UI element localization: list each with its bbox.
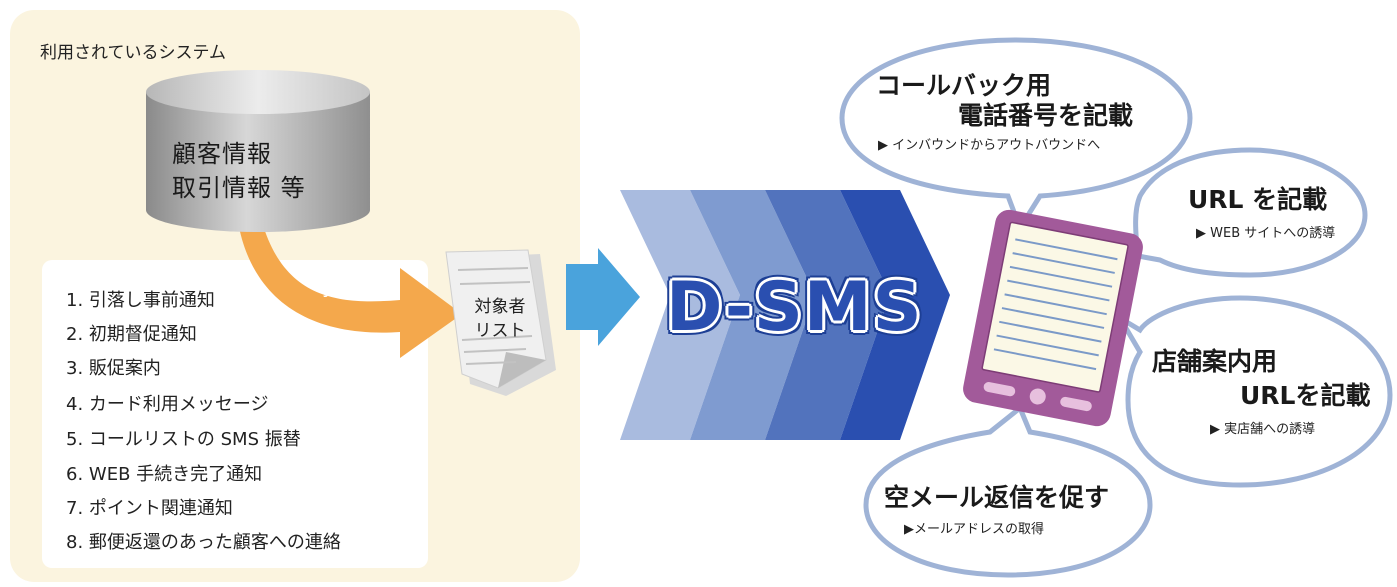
use-case-item: 3. 販促案内 [66,358,161,379]
store-subtitle: ▶ 実店舗への誘導 [1210,422,1316,437]
use-case-item: 1. 引落し事前通知 [66,290,215,311]
use-case-item: 5. コールリストの SMS 振替 [66,429,301,450]
use-case-item: 4. カード利用メッセージ [66,394,269,415]
phone-icon [963,209,1143,427]
system-panel-title: 利用されているシステム [40,43,226,63]
callback-subtitle: ▶ インバウンドからアウトバウンドへ [878,138,1101,153]
extract-label: 抽出 [322,276,367,301]
use-case-item: 7. ポイント関連通知 [66,498,233,519]
flow-arrow [566,248,640,346]
callback-title-line1: コールバック用 [876,71,1052,100]
document-label-line1: 対象者 [474,297,526,317]
url-title: URL を記載 [1188,185,1328,214]
bubble-callback [839,37,1193,234]
store-title-line1: 店舗案内用 [1152,347,1278,376]
url-subtitle: ▶ WEB サイトへの誘導 [1196,226,1336,241]
reply-title: 空メール返信を促す [884,483,1110,512]
use-case-item: 8. 郵便返還のあった顧客への連絡 [66,532,341,553]
document-icon [445,249,556,396]
use-case-item: 2. 初期督促通知 [66,324,197,345]
database-label-line2: 取引情報 等 [172,174,306,202]
use-case-item: 6. WEB 手続き完了通知 [66,464,263,485]
chevron-band [620,190,950,440]
bubble-reply [863,403,1153,578]
reply-subtitle: ▶メールアドレスの取得 [904,522,1044,537]
callback-title-line2: 電話番号を記載 [958,101,1134,130]
database-icon [146,70,370,232]
use-case-list-box [42,260,428,568]
store-title-line2: URLを記載 [1240,381,1371,410]
database-label-line1: 顧客情報 [172,140,272,168]
extract-arrow [238,222,462,358]
speech-bubbles [839,37,1393,578]
bubble-url [1133,147,1368,278]
document-label-line2: リスト [474,321,526,341]
d-sms-logo: D-SMS [665,267,924,349]
bubble-store [1117,295,1393,488]
